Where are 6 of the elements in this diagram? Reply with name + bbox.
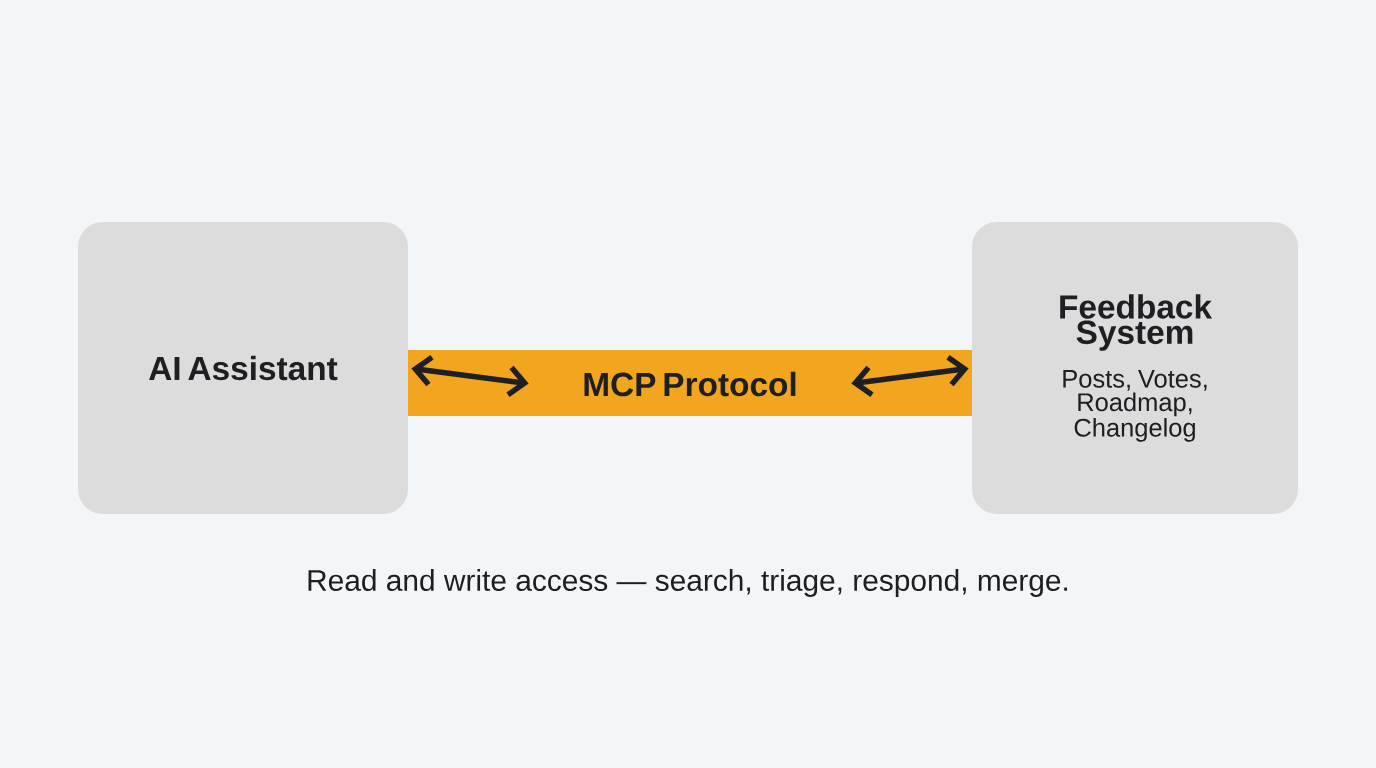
- double-arrow: [851, 354, 969, 398]
- process-box: Feedback System Posts, Votes, Roadmap, Changelog: [972, 222, 1298, 514]
- double-arrow: [411, 354, 529, 398]
- band-label: MCP Protocol: [584, 371, 796, 397]
- caption: Read and write access — search, triage, respond, merge.: [308, 569, 1068, 597]
- process-box: AI Assistant: [78, 222, 408, 514]
